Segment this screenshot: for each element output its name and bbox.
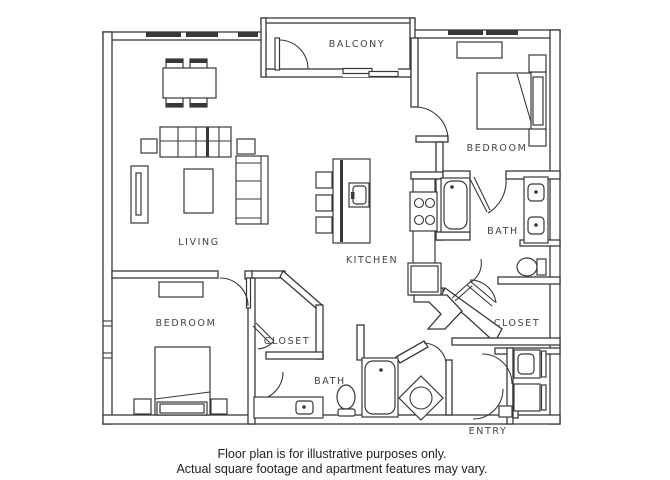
- bedroom2-door-leaf: [245, 277, 252, 309]
- label-kitchen: KITCHEN: [346, 255, 398, 266]
- living-dining-furniture: [130, 58, 269, 225]
- wc-door-swing: [468, 258, 482, 284]
- window-icon: [186, 32, 218, 37]
- tv-console: [130, 165, 149, 224]
- label-bath-top: BATH: [487, 226, 519, 237]
- closet1-door-swing: [469, 279, 497, 304]
- window-icon: [238, 32, 258, 37]
- double-vanity: [523, 176, 549, 244]
- doors: [219, 106, 513, 420]
- bath1-door-swing: [487, 177, 507, 214]
- bed: [476, 71, 547, 131]
- bedroom2-door-swing: [219, 277, 249, 307]
- sofa: [159, 126, 232, 158]
- label-closet-right: CLOSET: [494, 318, 541, 329]
- kitchen-fixtures: [315, 158, 442, 296]
- refrigerator: [407, 262, 442, 296]
- label-balcony: BALCONY: [329, 39, 386, 50]
- disclaimer-line-2: Actual square footage and apartment feat…: [176, 462, 487, 476]
- outer-walls: [102, 29, 561, 425]
- kitchen-island: [332, 158, 371, 244]
- laundry-units: [513, 349, 547, 412]
- disclaimer-line-1: Floor plan is for illustrative purposes …: [217, 447, 446, 461]
- window-icon: [448, 30, 483, 35]
- label-bath-bottom: BATH: [314, 376, 346, 387]
- bedroom1-furniture: [456, 41, 547, 147]
- bar-stool: [315, 216, 333, 234]
- end-table: [140, 138, 158, 154]
- bedroom2-furniture: [133, 281, 228, 416]
- nightstand: [528, 128, 547, 147]
- entry-door-swing: [472, 388, 504, 420]
- bathtub: [440, 177, 471, 233]
- bath2-door-swing: [254, 371, 284, 401]
- disclaimer: Floor plan is for illustrative purposes …: [176, 447, 487, 476]
- nightstand: [210, 398, 228, 415]
- corner-shower: [398, 375, 444, 421]
- loveseat: [235, 155, 269, 225]
- bath1-fixtures: [440, 176, 549, 277]
- coffee-table: [183, 168, 214, 214]
- windows: [103, 30, 518, 359]
- laundry-door-swing: [481, 353, 513, 385]
- nightstand: [528, 54, 547, 73]
- washer: [513, 349, 547, 379]
- toilet: [516, 257, 547, 277]
- end-table: [236, 138, 256, 155]
- stove: [409, 191, 438, 232]
- room-labels: BALCONY LIVING KITCHEN BEDROOM BATH CLOS…: [156, 39, 541, 437]
- window-icon: [146, 32, 181, 37]
- vanity: [253, 396, 324, 419]
- closet2-door-swing: [257, 340, 275, 350]
- label-entry: ENTRY: [469, 426, 508, 437]
- label-closet-mid: CLOSET: [264, 336, 311, 347]
- dining-set: [162, 58, 217, 108]
- label-bedroom-bottom: BEDROOM: [156, 318, 217, 329]
- bed: [154, 346, 211, 416]
- balcony-door-swing: [279, 39, 309, 70]
- bathtub: [361, 357, 399, 418]
- toilet: [336, 384, 356, 417]
- bedroom1-door-swing: [414, 106, 449, 141]
- balcony-door-leaf: [274, 37, 281, 71]
- bath2-fixtures: [253, 357, 444, 421]
- nook-door-swing: [423, 342, 447, 363]
- window-icon: [486, 30, 518, 35]
- dining-table: [162, 67, 217, 99]
- dresser: [158, 281, 204, 298]
- dryer: [513, 383, 547, 412]
- nightstand: [133, 398, 152, 415]
- label-bedroom-top: BEDROOM: [467, 143, 528, 154]
- dresser: [456, 41, 503, 59]
- bar-stool: [315, 171, 333, 189]
- label-living: LIVING: [178, 237, 219, 248]
- sliding-door: [342, 67, 399, 78]
- entry-threshold: [498, 405, 513, 418]
- bar-stool: [315, 194, 333, 212]
